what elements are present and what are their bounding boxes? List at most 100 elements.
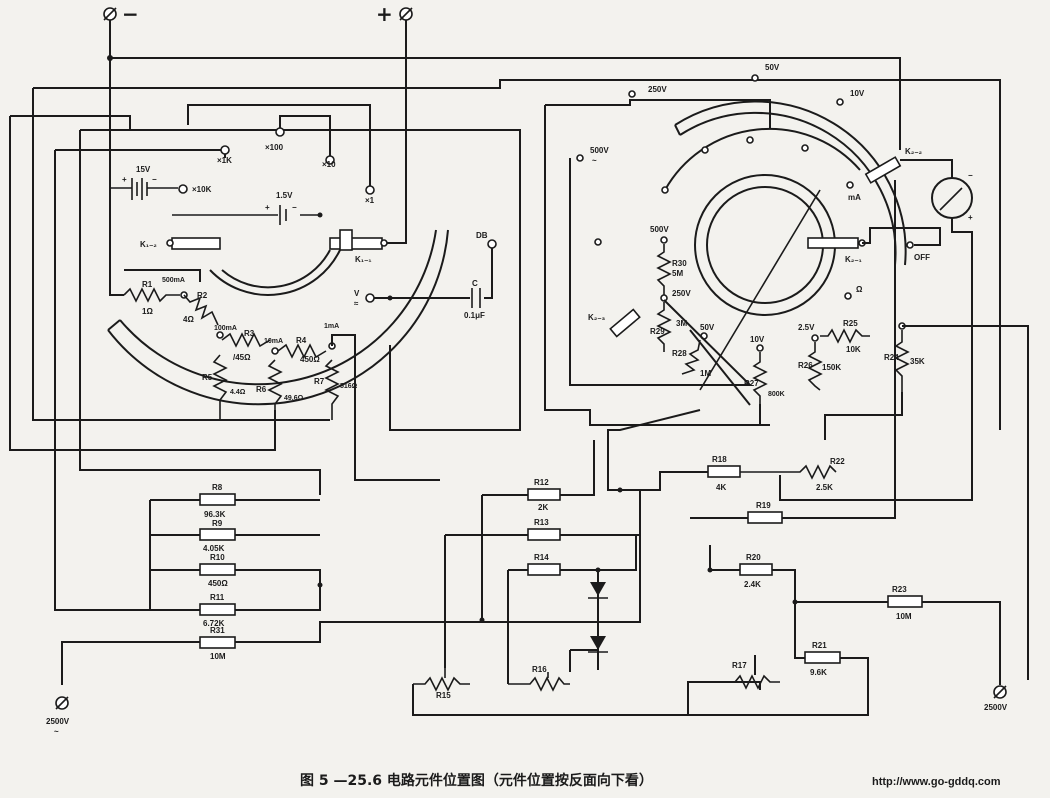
resistor-r12: R12 2K [527, 478, 561, 512]
resistor-r23: R23 10M [887, 585, 923, 621]
off-label: OFF [914, 253, 930, 262]
svg-text:800K: 800K [768, 391, 785, 398]
svg-text:R11: R11 [210, 593, 225, 602]
svg-text:150K: 150K [822, 363, 841, 372]
resistor-r18: R18 4K [707, 455, 741, 492]
svg-text:R13: R13 [534, 518, 549, 527]
wire-x1-link [187, 104, 371, 190]
switch-k1-1[interactable] [329, 237, 383, 250]
switch-k1-1-label: K₁₋₁ [355, 255, 372, 264]
range-500v-ac-contact[interactable] [576, 154, 584, 162]
meter-range-outer-arc [107, 229, 449, 406]
wire-loop-4 [10, 115, 131, 130]
svg-text:−: − [152, 175, 157, 184]
terminal-2500v-right[interactable] [993, 685, 1007, 699]
wire-top-bus [109, 20, 901, 150]
svg-text:+: + [265, 203, 270, 212]
resistor-r25: R25 10K [820, 319, 870, 354]
range-50v-ac-label: 50V [765, 63, 780, 72]
svg-text:−: − [968, 171, 973, 180]
terminal-positive-label: + [376, 2, 393, 26]
range-100ma-label: 100mA [214, 325, 237, 332]
battery-15v: 15V + − [110, 165, 178, 200]
wire-right-box [544, 99, 771, 426]
range-x100-contact[interactable] [275, 127, 285, 137]
ac-volt-contact[interactable] [365, 293, 375, 303]
resistor-r7: R7 516Ω [314, 359, 358, 420]
wire-left-box [80, 129, 521, 431]
svg-text:R19: R19 [756, 501, 771, 510]
range-10v-dc-label: 10V [750, 335, 765, 344]
range-x10-label: ×10 [322, 160, 336, 169]
svg-text:R9: R9 [212, 519, 223, 528]
current-range-arc [209, 249, 341, 296]
resistor-r20: R20 2.4K [739, 553, 773, 589]
svg-text:R26: R26 [798, 361, 813, 370]
switch-k2-2-label: K₂₋₂ [905, 147, 923, 156]
ma-contact-label: mA [848, 193, 861, 202]
off-contact[interactable] [906, 241, 914, 249]
svg-text:/45Ω: /45Ω [233, 353, 251, 362]
range-x10-contact[interactable] [325, 155, 335, 165]
resistor-r8: R8 96.3K [199, 483, 236, 519]
current-range-arc-inner [221, 249, 331, 289]
svg-text:1M: 1M [700, 369, 711, 378]
range-50v-ac-contact[interactable] [751, 74, 759, 82]
svg-text:4.05K: 4.05K [203, 544, 225, 553]
svg-text:R2: R2 [197, 291, 208, 300]
svg-text:R14: R14 [534, 553, 549, 562]
resistor-r5: R5 4.4Ω [202, 354, 246, 420]
svg-text:R24: R24 [884, 353, 899, 362]
db-terminal[interactable] [487, 239, 497, 249]
figure-caption: 图 5 —25.6 电路元件位置图（元件位置按反面向下看） [300, 773, 653, 789]
terminal-negative-label: − [122, 2, 139, 26]
switch-k2-1[interactable] [807, 237, 859, 249]
range-x1-contact[interactable] [365, 185, 375, 195]
resistor-r4: R4 450Ω [277, 336, 327, 364]
range-250v-ac-contact[interactable] [628, 90, 636, 98]
svg-text:R27: R27 [744, 379, 759, 388]
range-250v-ac-label: 250V [648, 85, 667, 94]
terminal-negative[interactable]: − [103, 2, 139, 26]
resistor-r1: R1 1Ω [123, 280, 180, 316]
rotary-inner-ring-2 [706, 186, 824, 304]
resistor-r27: R27 800K [744, 352, 785, 404]
svg-text:−: − [292, 203, 297, 212]
range-2-5v-label: 2.5V [798, 323, 815, 332]
svg-text:R21: R21 [812, 641, 827, 650]
range-500v-ac-label: 500V [590, 146, 609, 155]
svg-text:49.6Ω: 49.6Ω [284, 395, 304, 402]
range-x1-label: ×1 [365, 196, 375, 205]
svg-text:10M: 10M [210, 652, 226, 661]
svg-text:96.3K: 96.3K [204, 510, 226, 519]
wire-pos-drop [386, 20, 407, 244]
resistor-r9: R9 4.05K [199, 519, 236, 553]
svg-text:≈: ≈ [354, 299, 359, 308]
svg-text:R4: R4 [296, 336, 307, 345]
range-10v-ac-label: 10V [850, 89, 865, 98]
switch-k2-2[interactable] [864, 156, 902, 184]
switch-k1-2[interactable] [171, 237, 221, 250]
svg-text:R10: R10 [210, 553, 225, 562]
resistor-r21: R21 9.6K [804, 641, 841, 677]
resistor-r31: R31 10M [199, 626, 236, 661]
db-terminal-label: DB [476, 231, 488, 240]
svg-text:35K: 35K [910, 357, 925, 366]
svg-text:+: + [968, 213, 973, 222]
range-x1k-contact[interactable] [220, 145, 230, 155]
range-10v-ac-contact[interactable] [836, 98, 844, 106]
svg-text:5M: 5M [672, 269, 683, 278]
terminal-2500v-left[interactable] [55, 696, 69, 710]
switch-k2-3[interactable] [609, 308, 641, 338]
resistor-r29: R29 3M [650, 302, 687, 352]
svg-text:2.4K: 2.4K [744, 580, 761, 589]
meter-range-outer-arc-2 [119, 229, 437, 386]
source-url[interactable]: http://www.go-gddq.com [872, 776, 1001, 788]
wire-x10-link [279, 115, 331, 160]
svg-text:R18: R18 [712, 455, 727, 464]
resistor-r30: R30 5M [656, 244, 687, 296]
range-x10k-contact[interactable] [178, 184, 188, 194]
resistor-r2: R2 4Ω [183, 291, 219, 326]
svg-text:R3: R3 [244, 329, 255, 338]
